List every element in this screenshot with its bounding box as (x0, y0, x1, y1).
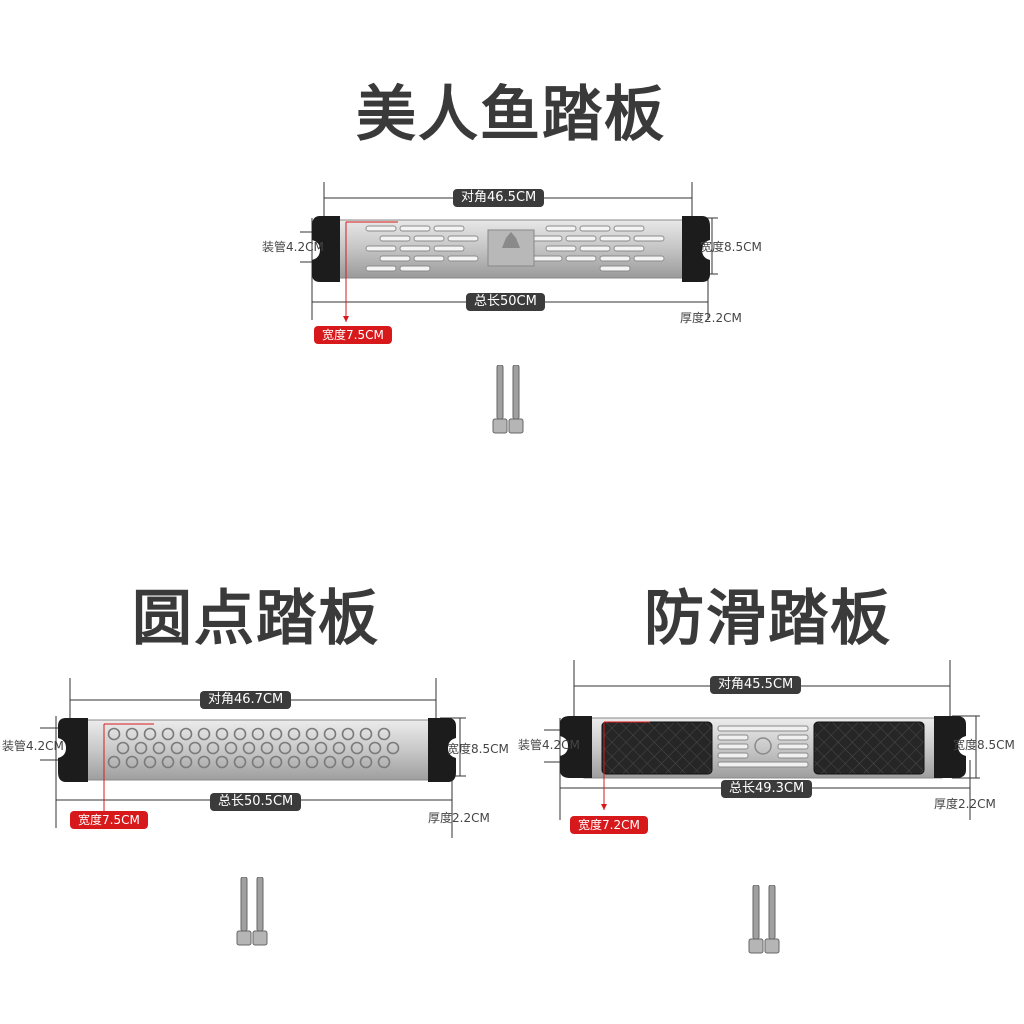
diagonal-label-mermaid: 对角46.5CM (453, 189, 545, 207)
thickness-label-antislip: 厚度2.2CM (934, 797, 996, 811)
height-label-antislip: 宽度8.5CM (953, 738, 1015, 752)
screws-dot (236, 877, 268, 946)
screws-mermaid (492, 365, 524, 434)
step-antislip-image (544, 660, 980, 820)
tube-label-dot: 装管4.2CM (2, 739, 64, 753)
product-title-dot: 圆点踏板 (132, 584, 380, 654)
width-label-dot: 宽度7.5CM (70, 811, 148, 829)
width-label-antislip: 宽度7.2CM (570, 816, 648, 834)
length-label-dot: 总长50.5CM (210, 793, 302, 811)
thickness-label-dot: 厚度2.2CM (428, 811, 490, 825)
diagonal-label-dot: 对角46.7CM (200, 691, 292, 709)
tube-label-antislip: 装管4.2CM (518, 738, 580, 752)
height-label-mermaid: 宽度8.5CM (700, 240, 762, 254)
product-title-antislip: 防滑踏板 (644, 584, 892, 654)
length-label-antislip: 总长49.3CM (721, 780, 813, 798)
height-label-dot: 宽度8.5CM (447, 742, 509, 756)
width-label-mermaid: 宽度7.5CM (314, 326, 392, 344)
diagonal-label-antislip: 对角45.5CM (710, 676, 802, 694)
thickness-label-mermaid: 厚度2.2CM (680, 311, 742, 325)
step-mermaid-image (300, 182, 718, 322)
tube-label-mermaid: 装管4.2CM (262, 240, 324, 254)
length-label-mermaid: 总长50CM (466, 293, 545, 311)
screws-antislip (748, 885, 780, 954)
product-title-mermaid: 美人鱼踏板 (356, 80, 666, 150)
